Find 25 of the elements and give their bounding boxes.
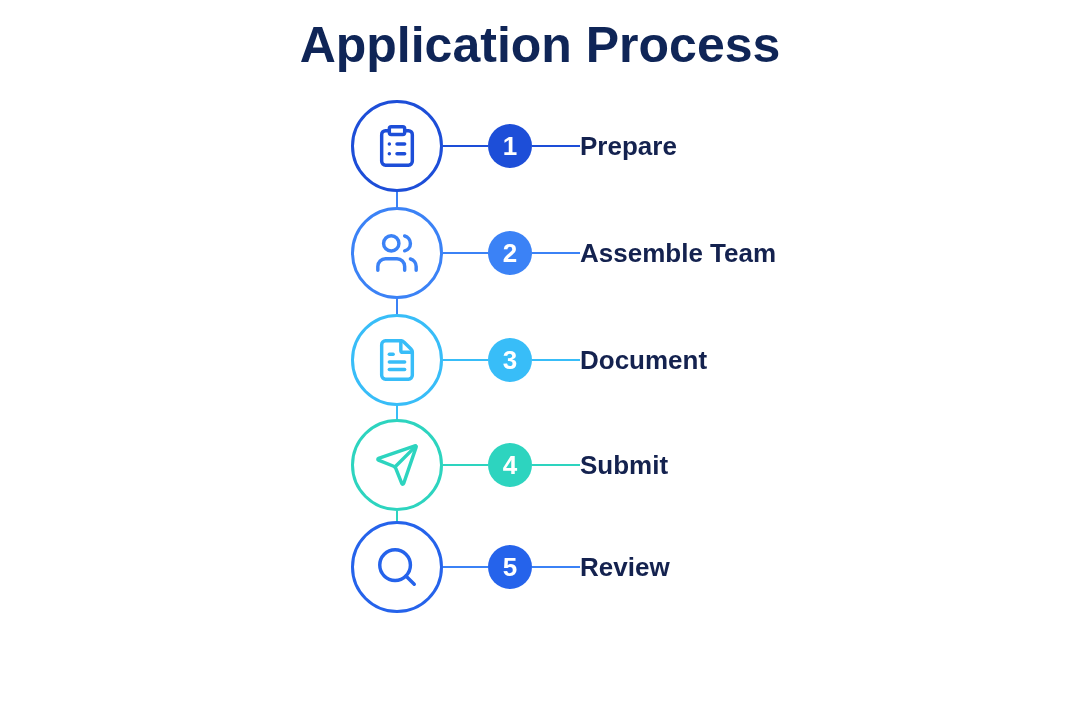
connector-line — [531, 566, 581, 568]
connector-line — [531, 359, 581, 361]
connector-line — [531, 145, 581, 147]
step-label: Prepare — [580, 129, 677, 163]
step-number: 4 — [488, 443, 532, 487]
connector-line — [442, 252, 489, 254]
connector-line — [442, 145, 489, 147]
step-number: 3 — [488, 338, 532, 382]
connector-line — [442, 359, 489, 361]
step-number: 2 — [488, 231, 532, 275]
connector-line — [396, 405, 398, 420]
step-number: 1 — [488, 124, 532, 168]
title: Application Process — [299, 16, 781, 75]
connector-line — [396, 510, 398, 522]
step-label: Document — [580, 343, 708, 377]
connector-line — [442, 464, 489, 466]
connector-line — [531, 252, 581, 254]
step-label: Review — [580, 550, 670, 584]
step-number: 5 — [488, 545, 532, 589]
connector-line — [396, 191, 398, 208]
connector-line — [531, 464, 581, 466]
step-label: Submit — [580, 448, 669, 482]
step-label: Assemble Team — [580, 236, 777, 270]
connector-line — [442, 566, 489, 568]
connector-line — [396, 298, 398, 315]
